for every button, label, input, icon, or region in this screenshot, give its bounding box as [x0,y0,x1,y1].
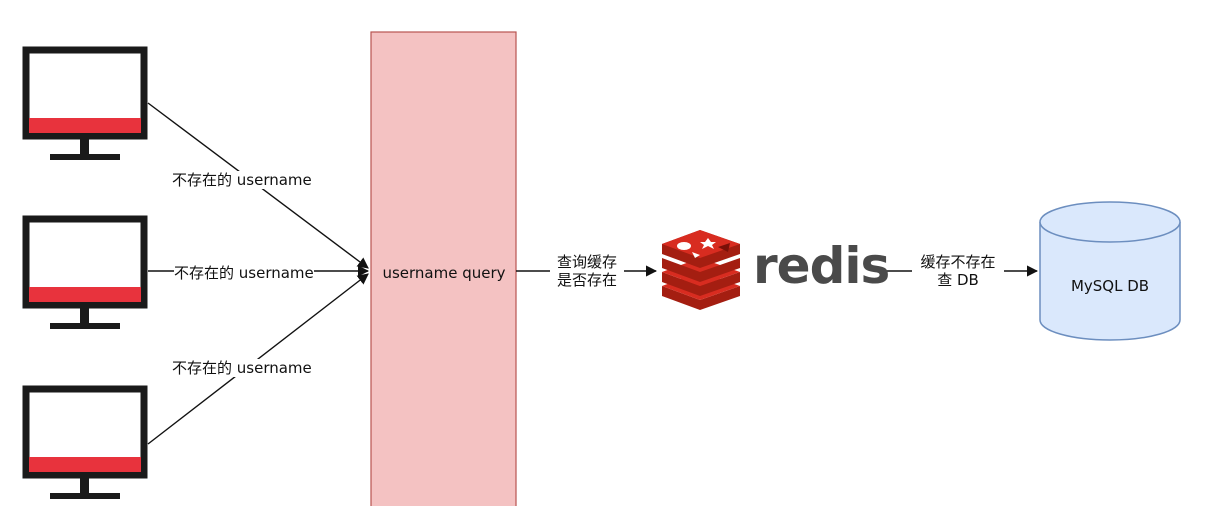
mysql-db-label: MySQL DB [1070,277,1150,295]
redis-logo-icon [662,230,740,310]
gateway-query-box [370,31,517,506]
edge-label-client-3: 不存在的 username [172,359,312,377]
mysql-db-cylinder [1039,201,1181,341]
edge-label-db-fallback-line2: 查 DB [937,271,979,289]
client-monitor-2-icon [22,215,148,329]
edge-label-cache-check-line2: 是否存在 [556,271,617,289]
edge-label-cache-check: 查询缓存 是否存在 [550,253,624,289]
edge-label-db-fallback: 缓存不存在 查 DB [912,253,1004,289]
edge-label-db-fallback-line1: 缓存不存在 [920,253,996,271]
edge-label-client-2: 不存在的 username [174,264,314,282]
client-monitor-3-icon [22,385,148,499]
gateway-query-label: username query [382,264,506,282]
edge-label-client-1: 不存在的 username [172,171,312,189]
edge-label-cache-check-line1: 查询缓存 [556,253,617,271]
client-monitor-1-icon [22,46,148,160]
redis-wordmark: redis [753,237,890,295]
